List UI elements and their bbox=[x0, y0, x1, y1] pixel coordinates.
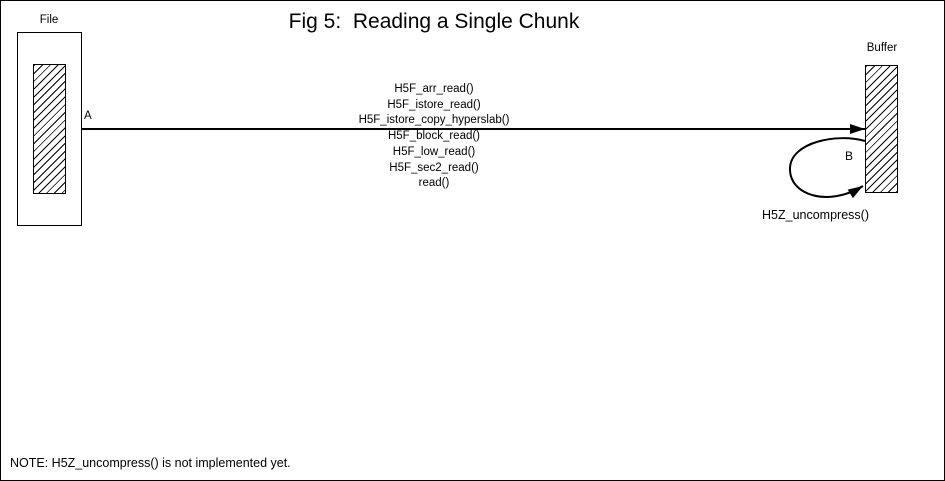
call-stack-list: H5F_arr_read() H5F_istore_read() H5F_ist… bbox=[359, 82, 510, 192]
arrow-b-label: B bbox=[845, 149, 854, 163]
call-stack-item: H5F_istore_copy_hyperslab() bbox=[358, 114, 510, 127]
figure-title: Fig 5: Reading a Single Chunk bbox=[288, 10, 580, 33]
call-stack-item: read() bbox=[418, 177, 450, 190]
call-stack-item: H5F_sec2_read() bbox=[389, 161, 479, 174]
call-stack-item: H5F_block_read() bbox=[387, 130, 481, 143]
call-stack-item: H5F_istore_read() bbox=[387, 98, 481, 111]
call-stack-item: H5F_low_read() bbox=[392, 145, 476, 158]
buffer-hatched-region bbox=[865, 65, 898, 193]
figure-note: NOTE: H5Z_uncompress() is not implemente… bbox=[10, 456, 291, 470]
file-chunk-hatched-region bbox=[33, 64, 66, 194]
uncompress-function-label: H5Z_uncompress() bbox=[762, 208, 869, 222]
call-stack-item: H5F_arr_read() bbox=[394, 83, 474, 95]
file-label: File bbox=[39, 14, 59, 26]
arrow-b-uncompress-loop bbox=[788, 137, 866, 199]
arrow-a-label: A bbox=[84, 110, 92, 122]
buffer-label: Buffer bbox=[866, 42, 898, 54]
